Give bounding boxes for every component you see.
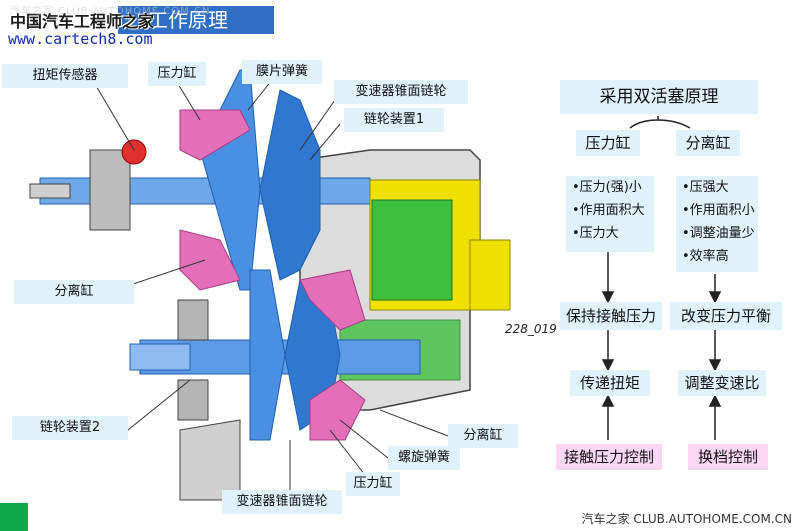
contact-pressure-control: 接触压力控制 <box>556 444 662 470</box>
list-item: •压强大 <box>682 180 729 195</box>
nav-square-icon[interactable] <box>0 503 28 531</box>
separation-cyl-head: 分离缸 <box>676 130 740 156</box>
list-item: •作用面积大 <box>572 203 645 218</box>
label-pulley-set2: 链轮装置2 <box>12 416 128 440</box>
list-item: •压力(强)小 <box>572 180 642 195</box>
label-pressure-cyl-bottom: 压力缸 <box>346 472 400 496</box>
principle-box: 采用双活塞原理 <box>560 80 758 114</box>
maintain-pressure-box: 保持接触压力 <box>560 302 662 330</box>
label-cone-pulley-top: 变速器锥面链轮 <box>334 80 468 104</box>
figure-id: 228_019 <box>505 322 557 336</box>
shift-control: 换档控制 <box>688 444 768 470</box>
transmit-torque-box: 传递扭矩 <box>570 370 650 396</box>
label-separation-cyl-right: 分离缸 <box>448 424 518 448</box>
pressure-cyl-head: 压力缸 <box>576 130 640 156</box>
list-item: •调整油量少 <box>682 226 755 241</box>
list-item: •效率高 <box>682 249 729 264</box>
label-pulley-set1: 链轮装置1 <box>344 108 444 132</box>
separation-cyl-list: •压强大 •作用面积小 •调整油量少 •效率高 <box>676 176 758 272</box>
watermark-faded: 汽车之家 CLUB.AUTOHOME.COM.CN <box>10 6 211 17</box>
watermark-url: www.cartech8.com <box>8 30 153 48</box>
label-coil-spring: 螺旋弹簧 <box>388 446 460 470</box>
list-item: •压力大 <box>572 226 619 241</box>
label-separation-cyl-left: 分离缸 <box>14 280 134 304</box>
list-item: •作用面积小 <box>682 203 755 218</box>
footer-watermark: 汽车之家 CLUB.AUTOHOME.COM.CN <box>581 512 792 526</box>
label-cone-pulley-bottom: 变速器锥面链轮 <box>222 490 342 514</box>
label-diaphragm-spring: 膜片弹簧 <box>242 60 322 84</box>
change-balance-box: 改变压力平衡 <box>670 302 782 330</box>
watermark: 中国汽车工程师之家 <box>4 2 244 32</box>
watermark-cn: 中国汽车工程师之家 <box>10 12 155 31</box>
adjust-ratio-box: 调整变速比 <box>678 370 766 396</box>
label-torque-sensor: 扭矩传感器 <box>2 64 128 88</box>
page-title: 工作原理 <box>118 6 274 34</box>
label-pressure-cyl-top: 压力缸 <box>148 62 206 86</box>
pressure-cyl-list: •压力(强)小 •作用面积大 •压力大 <box>566 176 654 252</box>
